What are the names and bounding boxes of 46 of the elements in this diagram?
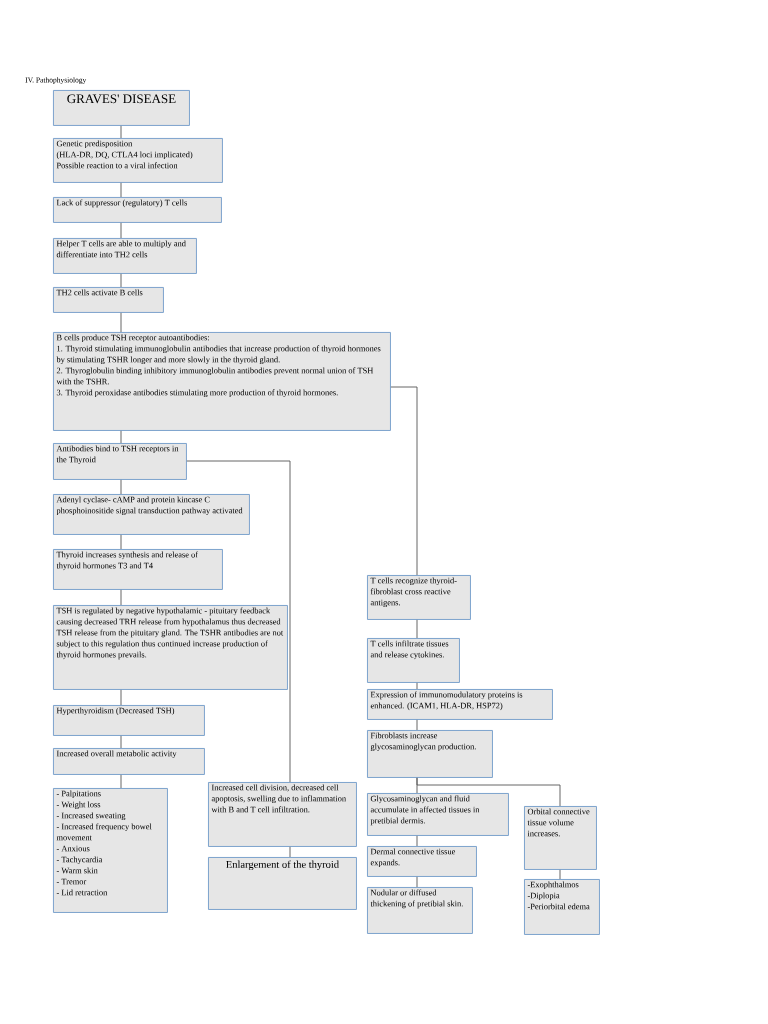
process-box: Adenyl cyclase- cAMP and protein kincase C phosphoinositide signal transduction pathway activated — [53, 494, 250, 535]
process-box: Hyperthyroidism (Decreased TSH) — [53, 705, 205, 736]
connector-line — [120, 182, 122, 198]
connector-line — [416, 682, 418, 690]
process-box: Genetic predisposition (HLA-DR, DQ, CTLA4 loci implicated) Possible reaction to a viral infection — [53, 138, 223, 183]
process-box: -Exophthalmos -Diplopia -Periorbital edema — [524, 879, 600, 935]
connector-line — [120, 589, 122, 606]
connector-line — [390, 386, 418, 576]
process-box: Nodular or diffused thickening of pretibial skin. — [367, 887, 473, 934]
process-box: Fibroblasts increase glycosaminoglycan production. — [367, 730, 493, 778]
connector-line — [120, 479, 122, 495]
process-box: Thyroid increases synthesis and release of thyroid hormones T3 and T4 — [53, 549, 223, 590]
process-box: Enlargement of the thyroid — [208, 857, 357, 910]
process-box: Lack of suppressor (regulatory) T cells — [53, 197, 222, 223]
connector-line — [120, 735, 122, 749]
connector-line — [120, 430, 122, 444]
process-box: Dermal connective tissue expands. — [367, 846, 477, 877]
process-box: Glycosaminoglycan and fluid accumulate in affected tissues in pretibial dermis. — [367, 793, 509, 836]
process-box: B cells produce TSH receptor autoantibodies: 1. Thyroid stimulating immunoglobulin antibodies that increase production of thyroid hormones by stimulating TSHR longer and more slowly in the thyroid gland. 2. Thyroglobulin binding inhibitory immunoglobulin antibodies prevent normal union of TSH with the TSHR. 3. Thyroid peroxidase antibodies stimulating more production of thyroid hormones. — [53, 332, 391, 431]
connector-line — [416, 777, 561, 807]
connector-line — [289, 846, 291, 858]
process-box: Expression of immunomodulatory proteins is enhanced. (ICAM1, HLA-DR, HSP72) — [367, 689, 553, 720]
process-box: T cells recognize thyroid- fibroblast cross reactive antigens. — [367, 575, 471, 620]
connector-line — [559, 869, 561, 880]
connector-line — [120, 125, 122, 139]
connector-line — [416, 835, 418, 847]
process-box: - Palpitations - Weight loss - Increased sweating - Increased frequency bowel movement - Anxious - Tachycardia - Warm skin - Tremor - Lid retraction — [53, 788, 168, 913]
connector-line — [120, 534, 122, 550]
process-box: Antibodies bind to TSH receptors in the Thyroid — [53, 443, 187, 480]
process-box: TH2 cells activate B cells — [53, 287, 164, 313]
connector-line — [416, 876, 418, 888]
connector-line — [120, 222, 122, 239]
process-box: T cells infiltrate tissues and release cytokines. — [367, 638, 460, 683]
process-box: Increased overall metabolic activity — [53, 748, 205, 775]
process-box: Orbital connective tissue volume increases. — [524, 806, 597, 870]
connector-line — [416, 719, 418, 731]
process-box: GRAVES' DISEASE — [53, 90, 190, 126]
connector-line — [186, 460, 291, 783]
connector-line — [120, 774, 122, 789]
connector-line — [120, 312, 122, 333]
connector-line — [120, 273, 122, 288]
connector-line — [416, 619, 418, 639]
process-box: Increased cell division, decreased cell apoptosis, swelling due to inflammation with B and T cell infiltration. — [208, 782, 357, 847]
connector-line — [120, 689, 122, 706]
process-box: Helper T cells are able to multiply and differentiate into TH2 cells — [53, 238, 197, 274]
process-box: TSH is regulated by negative hypothalamic - pituitary feedback causing decreased TRH release from hypothalamus thus decreased TSH release from the pituitary gland. The TSHR antibodies are not subject to this regulation thus continued increase production of thyroid hormones prevails. — [53, 605, 288, 690]
